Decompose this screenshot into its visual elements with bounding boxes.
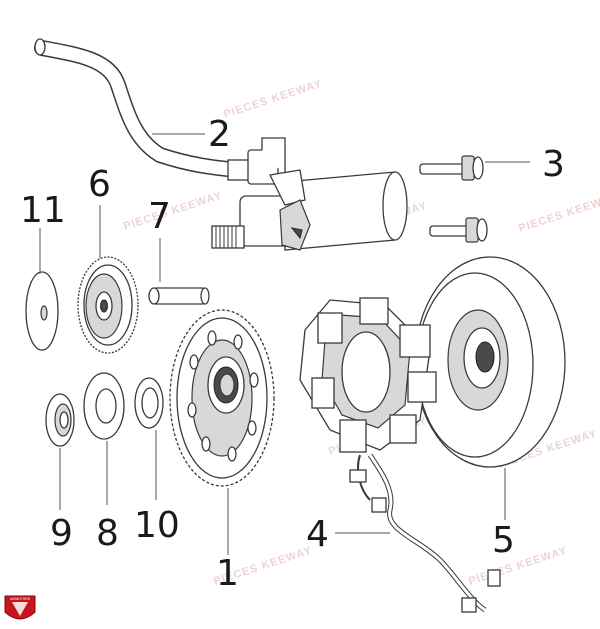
callouts: 1 2 3 4 5 6 7 8 9 10 11 bbox=[20, 114, 565, 594]
stator-coil bbox=[299, 297, 501, 613]
callout-9: 9 bbox=[50, 513, 73, 554]
washer bbox=[134, 377, 164, 429]
brand-logo: AZIMOTORS bbox=[4, 595, 36, 620]
callout-4: 4 bbox=[306, 514, 329, 555]
callout-6: 6 bbox=[88, 164, 111, 205]
shaft-pin bbox=[148, 287, 210, 305]
starter-motor bbox=[211, 169, 408, 251]
callout-2: 2 bbox=[208, 114, 231, 155]
nut bbox=[45, 393, 75, 447]
starter-driven-gear bbox=[169, 309, 275, 487]
brand-logo-text: AZIMOTORS bbox=[10, 597, 31, 601]
callout-11: 11 bbox=[20, 190, 66, 231]
leader-lines bbox=[39, 133, 530, 555]
flywheel-rotor bbox=[414, 256, 566, 468]
watermark: PIECES KEEWAY bbox=[222, 78, 324, 121]
callout-5: 5 bbox=[492, 520, 515, 561]
callout-10: 10 bbox=[134, 505, 180, 546]
idle-gear bbox=[77, 256, 139, 354]
watermark: PIECES KEEWAY bbox=[517, 192, 600, 235]
watermark: PIECES KEEWAY bbox=[467, 545, 569, 588]
bolt bbox=[419, 155, 484, 181]
watermark: PIECES KEEWAY bbox=[122, 190, 224, 233]
washer bbox=[25, 271, 59, 351]
callout-7: 7 bbox=[148, 196, 171, 237]
callout-8: 8 bbox=[96, 513, 119, 554]
washer bbox=[83, 372, 125, 440]
bolt bbox=[429, 217, 488, 243]
callout-1: 1 bbox=[216, 553, 239, 594]
callout-3: 3 bbox=[542, 144, 565, 185]
